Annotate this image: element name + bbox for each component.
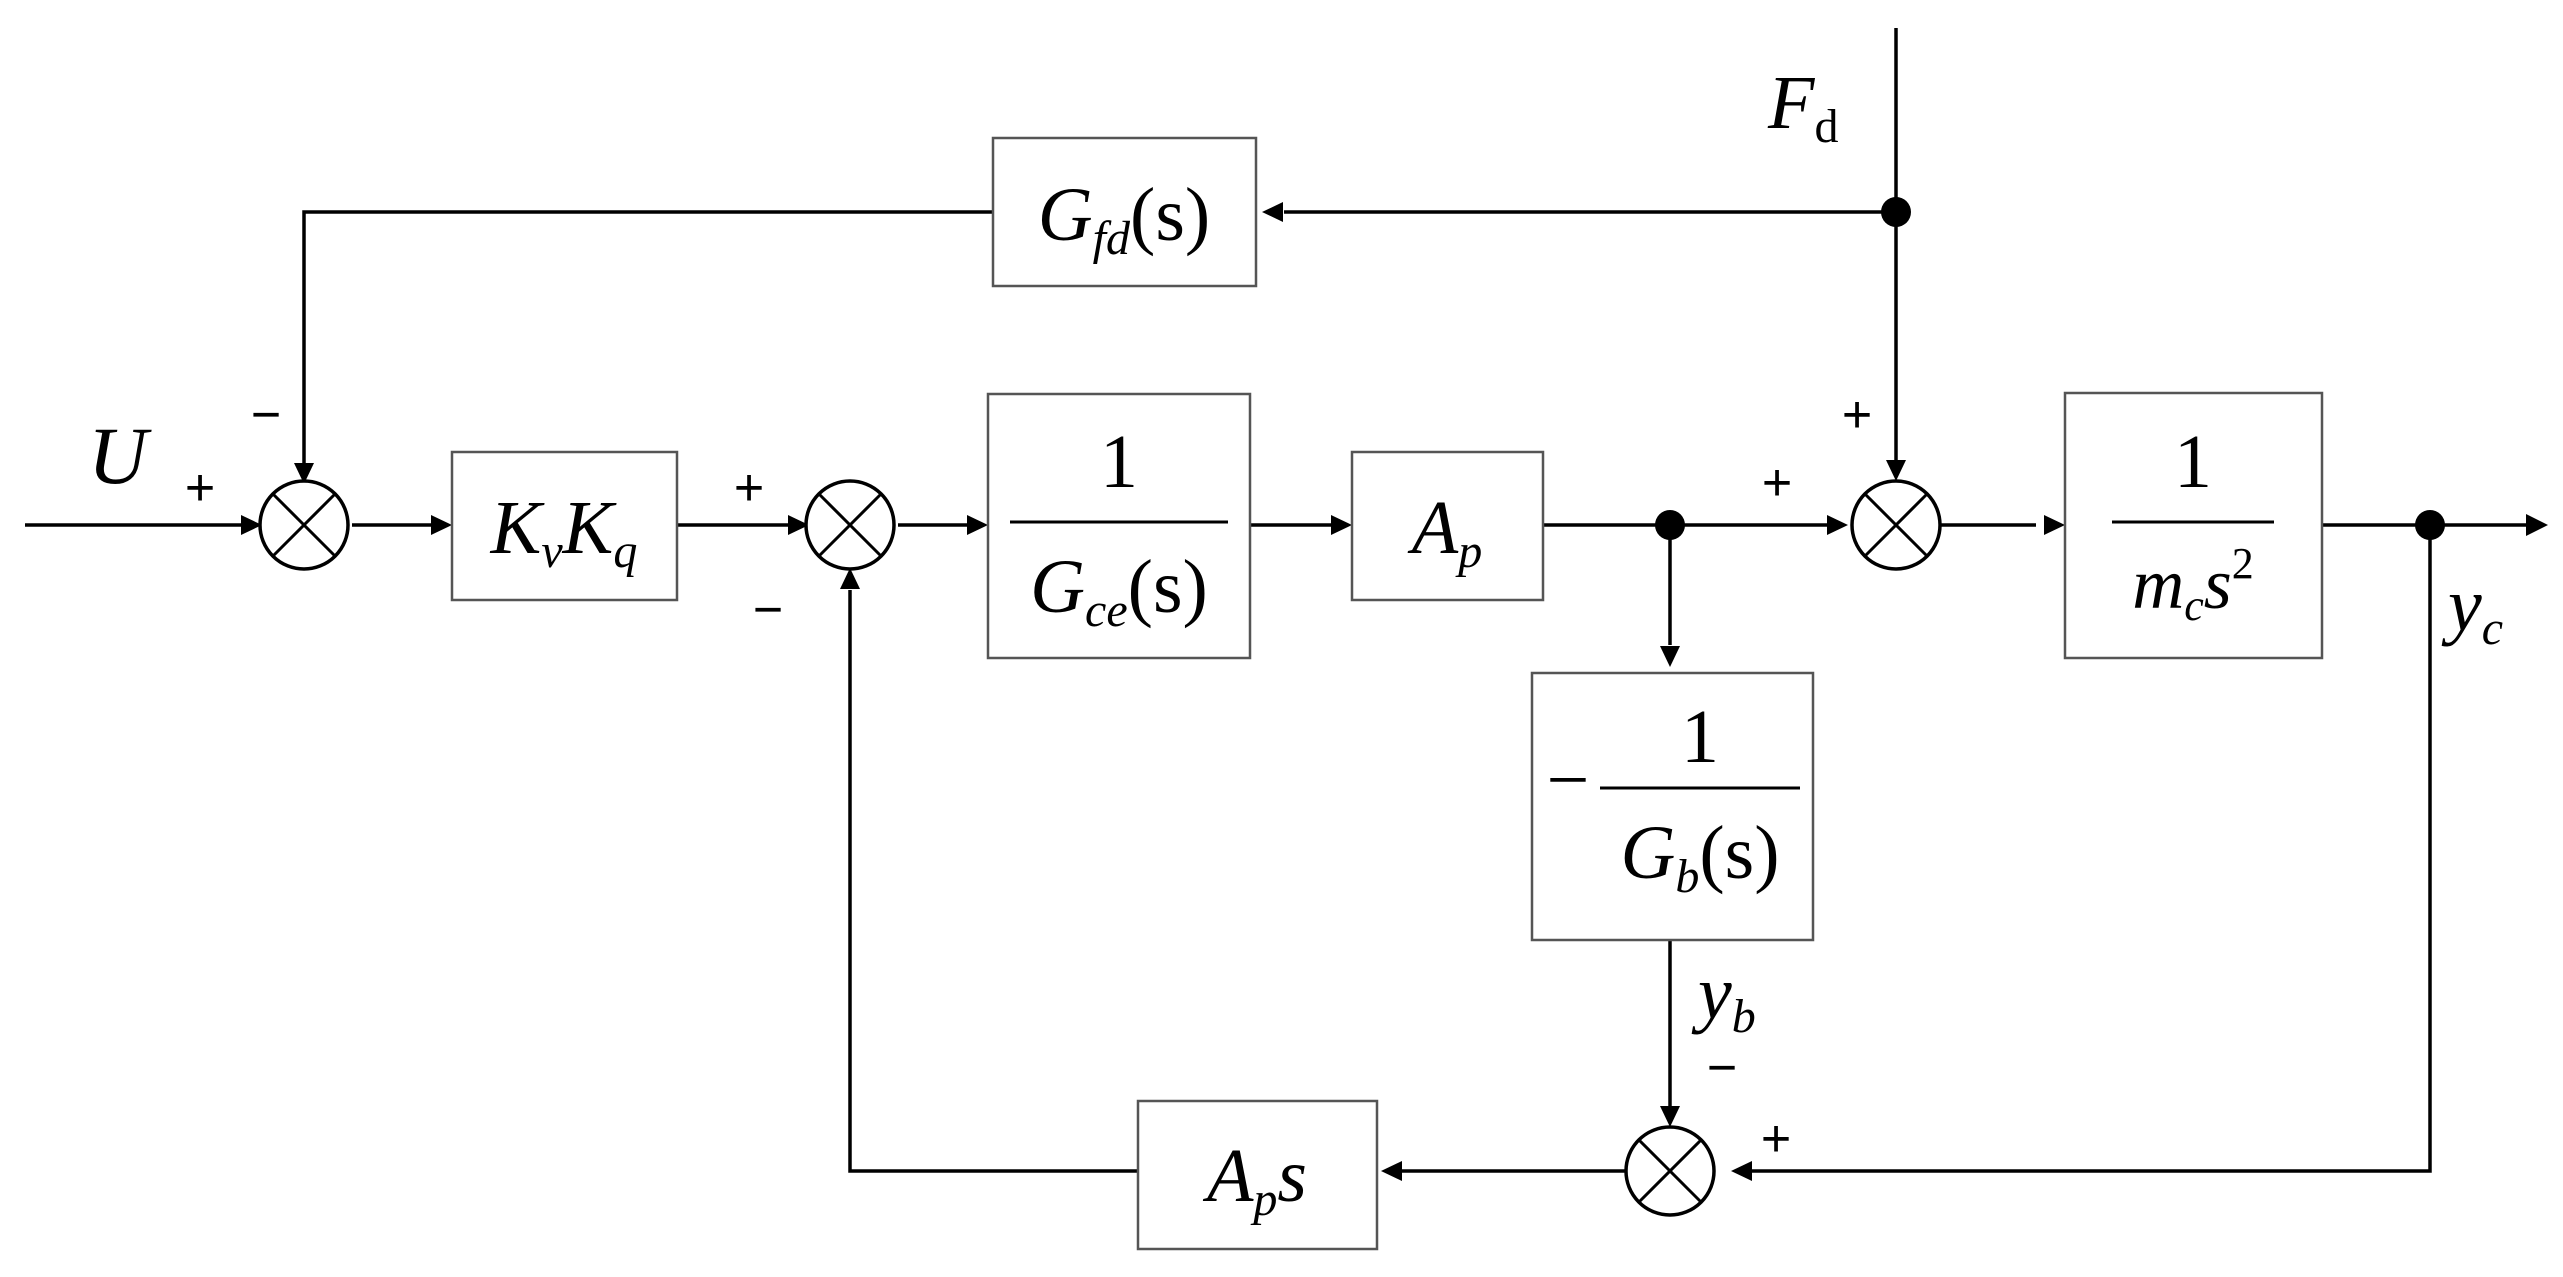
arrowhead-into-sum2-bottom [840,568,860,589]
sign-sum4-output: + [1761,1110,1791,1168]
gb-numerator: 1 [1681,695,1719,779]
wire-gfd-to-sum1 [302,210,993,465]
junction-output [2415,510,2445,540]
junction-dots [1655,197,2445,540]
block-gce: 1 Gce(s) [986,392,1252,660]
plant-numerator: 1 [2174,420,2212,504]
arrowhead-into-gce [967,515,988,535]
block-plant: 1 mcs2 [2063,391,2324,660]
arrowheads [241,202,2548,1181]
arrowhead-into-plant [2044,515,2065,535]
gb-negative-sign: − [1547,738,1590,822]
summing-junction-4 [1624,1125,1716,1217]
arrowhead-into-sum2 [788,515,809,535]
block-aps: Aps [1136,1099,1379,1251]
arrowhead-into-sum1 [241,515,262,535]
signal-wires [25,28,2527,1173]
gce-numerator: 1 [1100,420,1138,504]
summing-junction-2 [804,479,896,571]
wire-aps-to-sum2 [848,590,1138,1173]
block-ap: Ap [1350,450,1545,602]
sign-sum1-feedforward: − [251,386,281,444]
block-kvkq: KvKq [450,450,679,602]
arrowhead-into-sum4-right [1731,1161,1752,1181]
gb-denominator: Gb(s) [1620,811,1779,903]
sign-sum2-input: + [734,459,764,517]
arrowhead-output [2526,514,2548,536]
gce-denominator: Gce(s) [1030,545,1208,637]
arrowhead-into-sum1-top [294,463,314,484]
summing-junction-3 [1850,479,1942,571]
summing-junction-1 [258,479,350,571]
label-input-u: U [88,410,152,501]
junction-disturbance [1881,197,1911,227]
arrowhead-into-ap [1331,515,1352,535]
block-gb: − 1 Gb(s) [1530,671,1815,942]
label-disturbance-fd: Fd [1767,61,1838,153]
arrowhead-into-gfd [1262,202,1283,222]
kvkq-label: KvKq [490,486,638,578]
plant-denominator: mcs2 [2132,539,2254,630]
arrowhead-into-sum3-top [1886,460,1906,481]
block-gfd: Gfd(s) [991,136,1258,288]
sign-labels: + − + − + + + − [185,386,1872,1168]
label-output-yc: yc [2441,563,2503,655]
sign-sum1-input: + [185,459,215,517]
arrowhead-into-kvkq [431,515,452,535]
sign-sum3-disturbance: + [1842,386,1872,444]
sign-sum4-base: − [1707,1039,1737,1097]
ap-label: Ap [1407,486,1482,578]
junction-force-branch [1655,510,1685,540]
aps-label: Aps [1202,1134,1307,1226]
wire-output-feedback [1752,525,2432,1173]
sign-sum2-feedback: − [753,581,783,639]
arrowhead-into-sum3-left [1827,515,1848,535]
sign-sum3-flow: + [1762,454,1792,512]
arrowhead-into-aps [1381,1161,1402,1181]
arrowhead-into-sum4-top [1660,1106,1680,1127]
arrowhead-into-gb [1660,646,1680,667]
gfd-label: Gfd(s) [1038,173,1210,265]
label-yb: yb [1691,951,1756,1043]
